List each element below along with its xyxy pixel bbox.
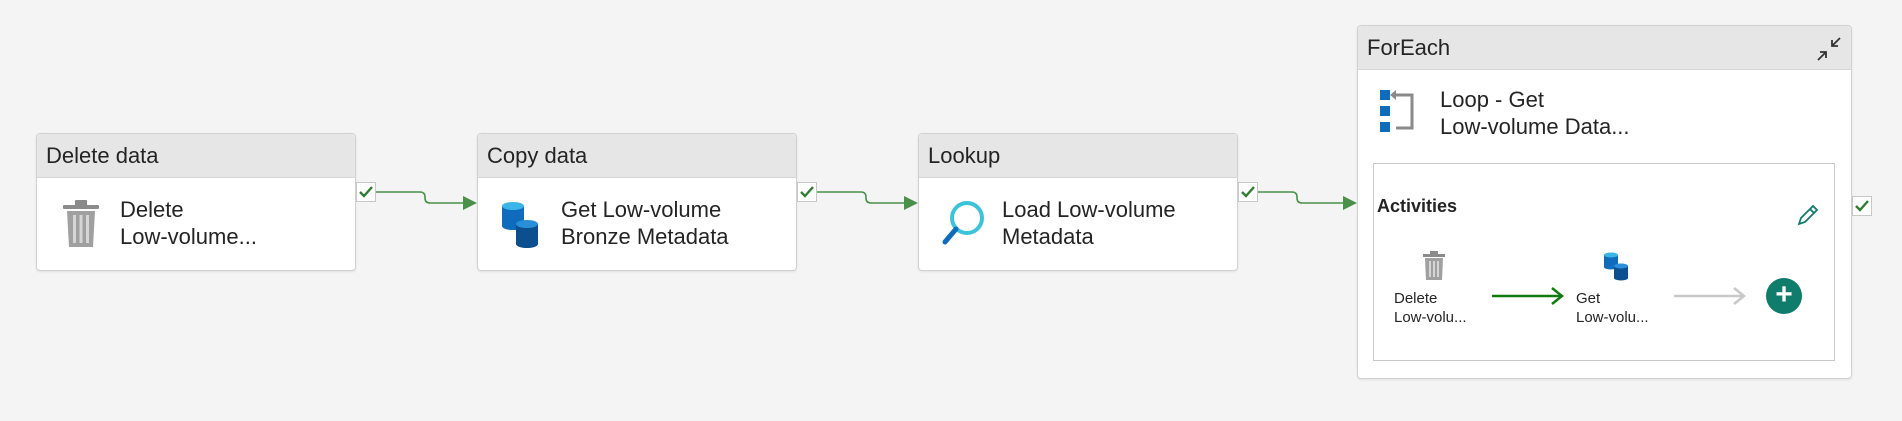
connector-arrow — [904, 196, 918, 210]
connector-arrow — [463, 196, 477, 210]
activity-type-label: Lookup — [919, 134, 1237, 178]
edit-activities-button[interactable] — [1794, 201, 1822, 229]
activity-foreach[interactable]: ForEach Loop - Get Low-volume Data... Ac… — [1357, 25, 1852, 379]
activity-copy-data[interactable]: Copy data Get Low-volume Bronze Metadata — [477, 133, 797, 271]
database-copy-icon — [1602, 250, 1632, 287]
activities-label: Activities — [1377, 196, 1458, 216]
activity-type-label: ForEach — [1358, 26, 1851, 70]
pencil-icon — [1797, 204, 1819, 226]
collapse-button[interactable] — [1815, 34, 1843, 62]
foreach-activity-name: Loop - Get Low-volume Data... — [1440, 87, 1630, 139]
lookup-magnifier-icon — [939, 198, 987, 250]
inner-connector-pending — [1674, 287, 1747, 305]
activity-type-label: Delete data — [37, 134, 355, 178]
foreach-type-label: ForEach — [1367, 35, 1451, 60]
checkmark-icon — [1241, 186, 1255, 198]
checkmark-icon — [1855, 200, 1869, 212]
add-activity-button[interactable]: + — [1766, 278, 1802, 314]
inner-activity-get[interactable]: Get Low-volu... — [1576, 290, 1649, 326]
activity-type-label: Copy data — [478, 134, 796, 178]
checkmark-icon — [359, 186, 373, 198]
inner-activity-delete[interactable]: Delete Low-volu... — [1394, 290, 1467, 326]
foreach-activities-panel[interactable]: Activities Delete Low-volu... — [1373, 163, 1835, 361]
connector-lookup-to-foreach — [1258, 191, 1343, 204]
activity-name: Delete Low-volume... — [120, 197, 257, 249]
success-output-check[interactable] — [356, 182, 376, 202]
success-output-check[interactable] — [797, 182, 817, 202]
collapse-icon — [1817, 37, 1841, 61]
connector-arrow — [1343, 196, 1357, 210]
inner-connector — [1492, 287, 1565, 305]
foreach-loop-icon — [1378, 88, 1418, 136]
activity-name: Load Low-volume Metadata — [1002, 197, 1176, 249]
connector-delete-to-copy — [376, 191, 463, 204]
connector-copy-to-lookup — [817, 191, 904, 204]
activity-lookup[interactable]: Lookup Load Low-volume Metadata — [918, 133, 1238, 271]
database-copy-icon — [498, 198, 546, 250]
success-output-check[interactable] — [1852, 196, 1872, 216]
activity-name: Get Low-volume Bronze Metadata — [561, 197, 729, 249]
activity-delete-data[interactable]: Delete data Delete Low-volume... — [36, 133, 356, 271]
trash-icon — [1420, 250, 1448, 287]
checkmark-icon — [800, 186, 814, 198]
success-output-check[interactable] — [1238, 182, 1258, 202]
trash-icon — [57, 198, 105, 250]
